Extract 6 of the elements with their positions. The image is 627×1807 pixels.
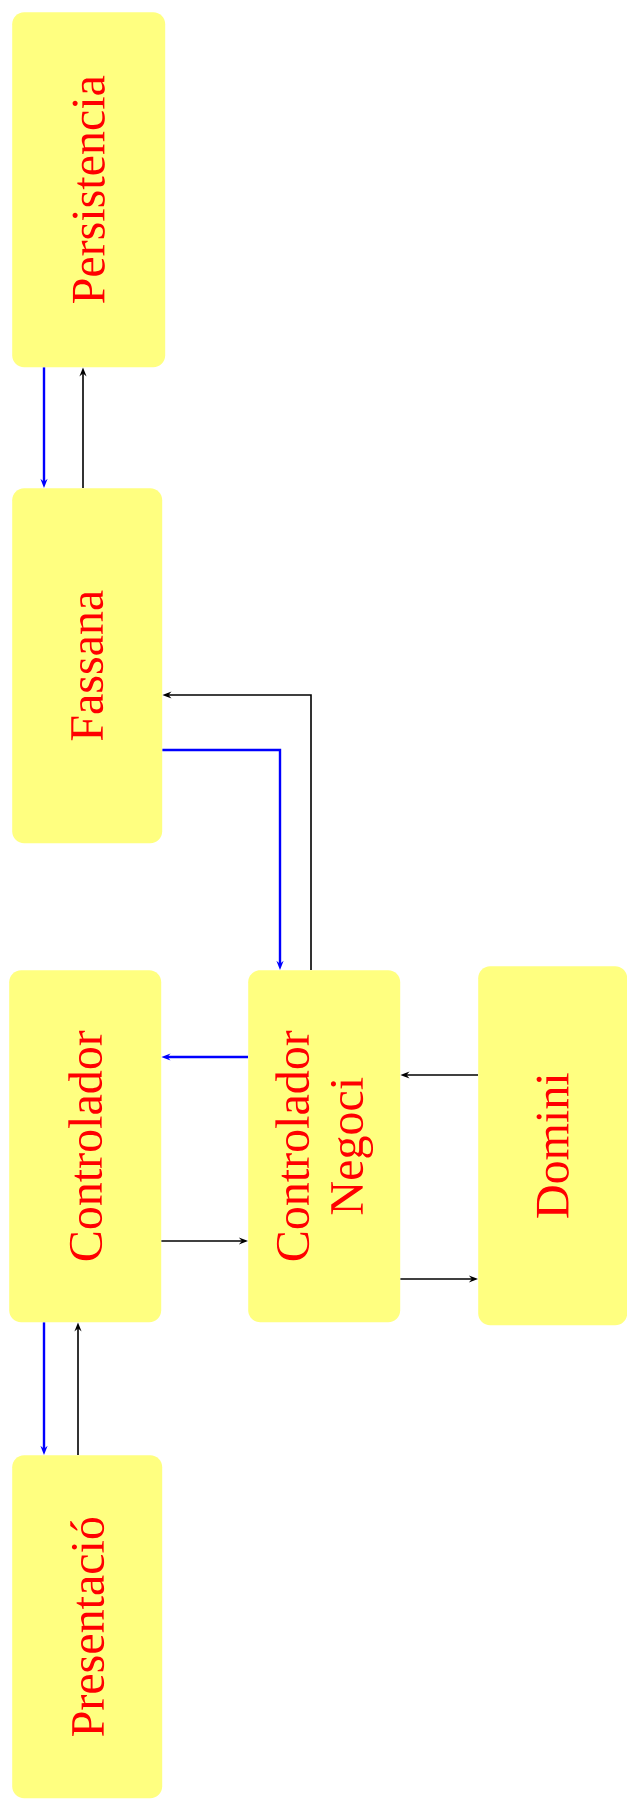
layer-box: Fassana — [12, 488, 163, 844]
layer-box: Presentació — [12, 1455, 163, 1799]
layer-box: Controlador — [9, 970, 162, 1323]
layer-box: Domini — [478, 966, 627, 1326]
layer-box: Persistencia — [12, 12, 166, 368]
layer-box: Controlador Negoci — [248, 970, 401, 1323]
